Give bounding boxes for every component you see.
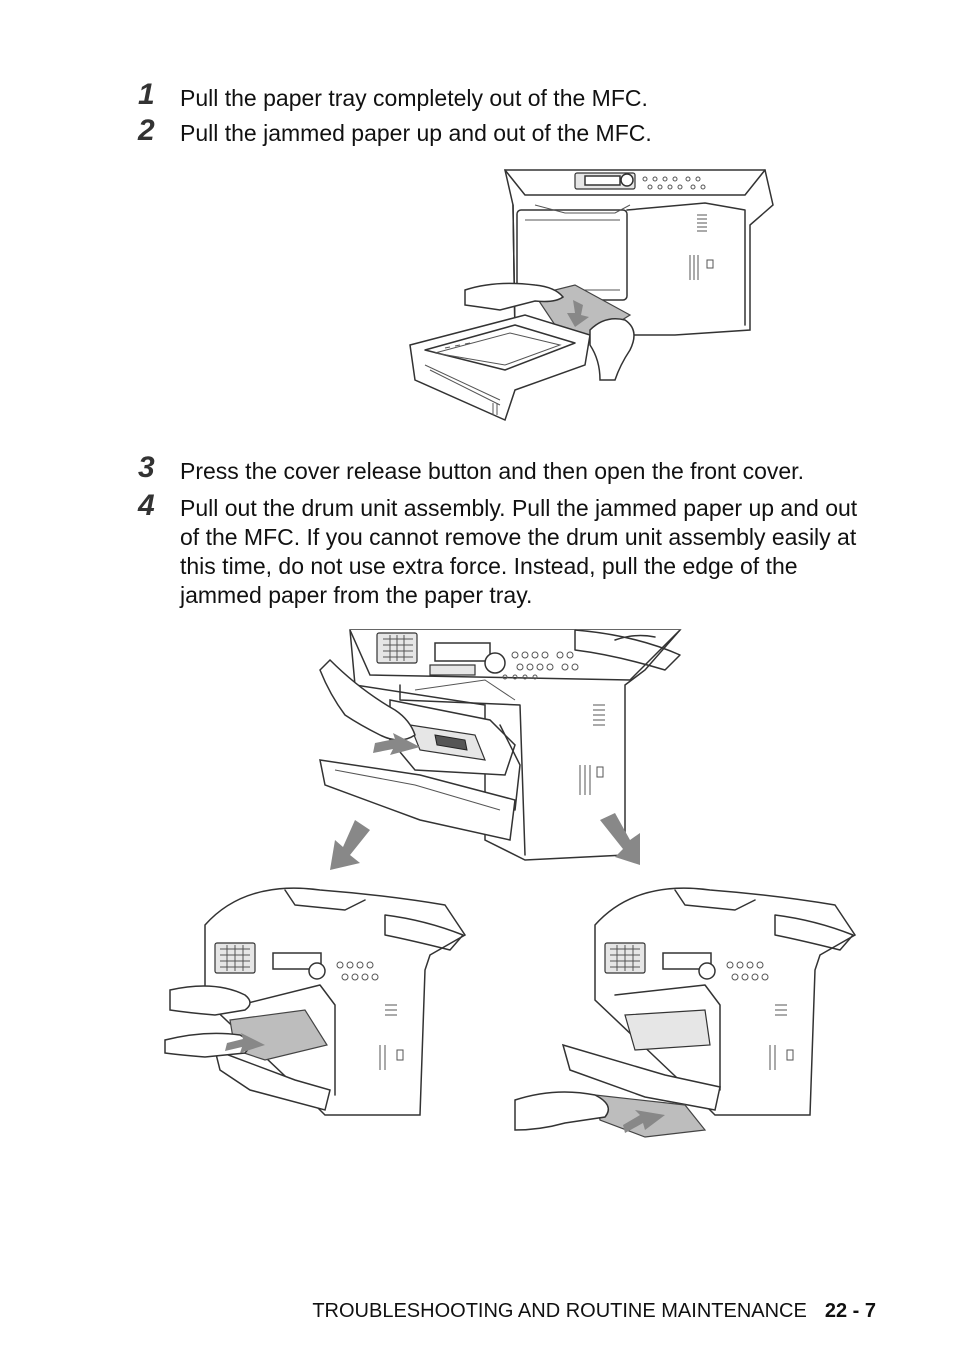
arrow-down-left bbox=[330, 820, 370, 870]
printer-tray-illustration bbox=[409, 169, 774, 422]
step-number: 4 bbox=[138, 489, 155, 522]
illustration-drum-unit-removal bbox=[145, 625, 865, 1165]
step-text: Pull the paper tray completely out of th… bbox=[180, 85, 648, 111]
step-number: 2 bbox=[138, 114, 155, 147]
arrow-down-right bbox=[600, 813, 640, 865]
step-number: 3 bbox=[138, 451, 155, 484]
step-text: Pull the jammed paper up and out of the … bbox=[180, 120, 652, 146]
page-number: 22 - 7 bbox=[824, 1300, 876, 1322]
drum-removal-illustration bbox=[164, 629, 857, 1138]
bottom-left-printer bbox=[164, 887, 467, 1116]
bottom-right-printer bbox=[514, 887, 857, 1138]
footer-section-title: TROUBLESHOOTING AND ROUTINE MAINTENANCE bbox=[312, 1300, 807, 1322]
top-printer bbox=[319, 629, 682, 861]
illustration-paper-tray-removal bbox=[405, 165, 775, 425]
step-text: Press the cover release button and then … bbox=[180, 458, 804, 484]
step-number: 1 bbox=[138, 78, 155, 111]
step-text: Pull out the drum unit assembly. Pull th… bbox=[180, 495, 858, 608]
page-footer: TROUBLESHOOTING AND ROUTINE MAINTENANCE 2… bbox=[312, 1300, 876, 1323]
